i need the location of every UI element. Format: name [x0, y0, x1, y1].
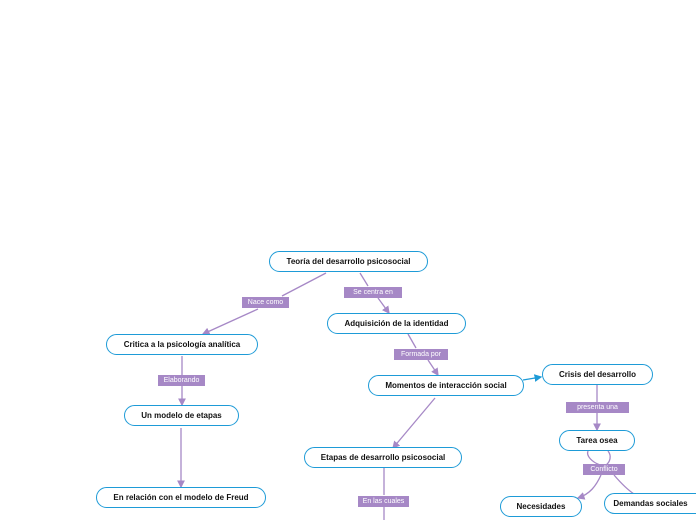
connector-tarea-conflicto: [586, 450, 601, 466]
link-label-nace-como: Nace como: [242, 297, 289, 308]
node-relacion-modelo-freud[interactable]: En relación con el modelo de Freud: [96, 487, 266, 508]
node-etapas-desarrollo-psicosocial[interactable]: Etapas de desarrollo psicosocial: [304, 447, 462, 468]
node-modelo-etapas[interactable]: Un modelo de etapas: [124, 405, 239, 426]
node-tarea-osea[interactable]: Tarea osea: [559, 430, 635, 451]
connector-formada-momentos: [427, 359, 439, 377]
connector-root-nace: [281, 272, 327, 297]
node-crisis-desarrollo[interactable]: Crisis del desarrollo: [542, 364, 653, 385]
connector-centra-identity: [377, 297, 390, 315]
connector-identity-formada: [407, 333, 417, 349]
connector-conflicto-demandas: [613, 474, 635, 495]
connector-conflicto-necesidades: [576, 474, 602, 500]
node-critica-psicologia-analitica[interactable]: Critica a la psicología analítica: [106, 334, 258, 355]
link-label-en-las-cuales: En las cuales: [358, 496, 409, 507]
connector-tarea-conflicto-2: [605, 450, 611, 466]
link-label-conflicto: Conflicto: [583, 464, 625, 475]
connector-momentos-crisis: [522, 374, 543, 382]
node-adquisicion-identidad[interactable]: Adquisición de la identidad: [327, 313, 466, 334]
node-demandas-sociales[interactable]: Demandas sociales: [604, 493, 696, 514]
link-label-presenta-una: presenta una: [566, 402, 629, 413]
connector-nace-critica: [201, 308, 259, 335]
link-label-formada-por: Formada por: [394, 349, 448, 360]
node-momentos-interaccion-social[interactable]: Momentos de interacción social: [368, 375, 524, 396]
link-label-elaborando: Elaborando: [158, 375, 205, 386]
node-teoria-desarrollo-psicosocial[interactable]: Teoría del desarrollo psicosocial: [269, 251, 428, 272]
connector-root-centra: [359, 272, 369, 287]
node-necesidades[interactable]: Necesidades: [500, 496, 582, 517]
link-label-se-centra-en: Se centra en: [344, 287, 402, 298]
connector-momentos-etapas: [392, 397, 436, 449]
